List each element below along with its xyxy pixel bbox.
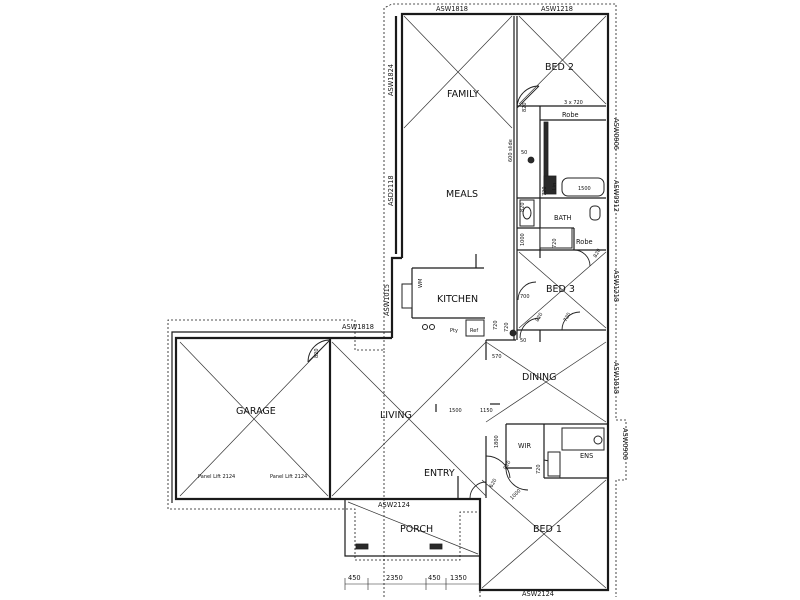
window-garage-top: ASW1818 [342, 323, 374, 331]
window-kitchen-side: ASW1015 [383, 284, 391, 316]
window-right-1218: ASW1218 [612, 270, 620, 302]
room-labels: BED 2 FAMILY MEALS KITCHEN BED 3 DINING … [236, 62, 593, 535]
basin-icon [522, 206, 532, 220]
eave-outline [167, 3, 627, 597]
note-820-bed3: 820 [535, 312, 545, 323]
label-bed-3: BED 3 [546, 284, 575, 295]
label-meals: MEALS [446, 189, 478, 200]
window-left-upper: ASW1824 [387, 64, 395, 96]
label-robe-mid: Robe [576, 238, 593, 246]
linen-shelf [543, 175, 557, 195]
window-porch-top: ASW2124 [378, 501, 410, 509]
ceiling-diagonals [179, 15, 607, 589]
door-notes: 3 x 720 820 600 slide 50 1500 820 720 10… [198, 100, 603, 501]
note-ref: Ref [470, 328, 478, 334]
label-bed-1: BED 1 [533, 524, 562, 535]
note-720-hall: 720 [504, 322, 510, 332]
dim-2350: 2350 [386, 574, 403, 582]
dim-450-b: 450 [428, 574, 441, 582]
note-1800: 1800 [494, 435, 500, 448]
window-bed1-bottom: ASW2124 [522, 590, 554, 598]
note-1500: 1500 [578, 186, 591, 192]
label-porch: PORCH [400, 524, 433, 535]
note-820-top: 820 [522, 102, 528, 112]
note-1000: 1000 [509, 488, 522, 501]
window-left-mid: ASD2118 [387, 175, 395, 206]
fridge-icon [465, 319, 485, 337]
window-right-0906-upper: ASW0906 [612, 118, 620, 150]
label-wir: WIR [518, 442, 531, 450]
label-garage: GARAGE [236, 406, 276, 417]
note-820-entry: 820 [503, 460, 513, 471]
window-labels: ASW1818 ASW1218 ASW1824 ASD2118 ASW1015 … [342, 5, 629, 598]
bathtub [561, 177, 605, 197]
ensuite-vanity [547, 451, 561, 477]
ensuite-shower-icon [561, 427, 605, 451]
note-50-a: 50 [521, 150, 527, 156]
note-820-robe: 820 [593, 248, 603, 259]
smoke-detector-icon [509, 329, 517, 337]
note-720-ens: 720 [536, 464, 542, 474]
note-620-ens: 620 [489, 478, 499, 489]
kitchen-sink [401, 283, 413, 309]
note-720-bath: 720 [542, 186, 548, 196]
dim-1350: 1350 [450, 574, 467, 582]
note-1150: 1150 [480, 408, 493, 414]
label-entry: ENTRY [424, 468, 455, 479]
note-720-bed3: 720 [563, 312, 573, 323]
smoke-detector-icon [527, 156, 535, 164]
note-robe-size: 3 x 720 [564, 100, 583, 106]
note-panel-lift-2: Panel Lift 2124 [270, 474, 307, 480]
dim-450-a: 450 [348, 574, 361, 582]
note-panel-lift-1: Panel Lift 2124 [198, 474, 235, 480]
label-dining: DINING [522, 372, 557, 383]
note-570: 570 [492, 354, 502, 360]
window-right-0912: ASW0912 [612, 180, 620, 212]
label-bath: BATH [554, 214, 572, 222]
note-820-garage: 820 [314, 348, 320, 358]
window-right-0906-lower: ASW0906 [621, 428, 629, 460]
note-720-bath-b: 720 [552, 238, 558, 248]
label-ens: ENS [580, 452, 593, 460]
note-720-kitchen: 720 [493, 320, 499, 330]
window-right-1818: ASW1818 [612, 362, 620, 394]
label-lin: Lin [552, 183, 558, 190]
label-robe-top: Robe [562, 111, 579, 119]
note-50-b: 50 [520, 338, 526, 344]
note-600-slide: 600 slide [508, 139, 514, 162]
label-bed-2: BED 2 [545, 62, 574, 73]
shower-icon [539, 227, 573, 249]
note-1500-living: 1500 [449, 408, 462, 414]
label-pty: Pty [450, 328, 458, 334]
dimension-string: 450 2350 450 1350 [344, 574, 481, 590]
window-top-right: ASW1218 [541, 5, 573, 13]
fixtures [355, 121, 605, 550]
note-820-bath: 820 [520, 202, 526, 212]
note-wm: WM [418, 279, 424, 288]
toilet-icon [589, 205, 601, 221]
label-kitchen: KITCHEN [437, 294, 478, 305]
note-700: 700 [520, 294, 530, 300]
label-family: FAMILY [447, 89, 479, 100]
window-top-left: ASW1818 [436, 5, 468, 13]
label-living: LIVING [380, 410, 412, 421]
note-1000-bath: 1000 [520, 233, 526, 246]
exterior-walls [171, 12, 610, 592]
